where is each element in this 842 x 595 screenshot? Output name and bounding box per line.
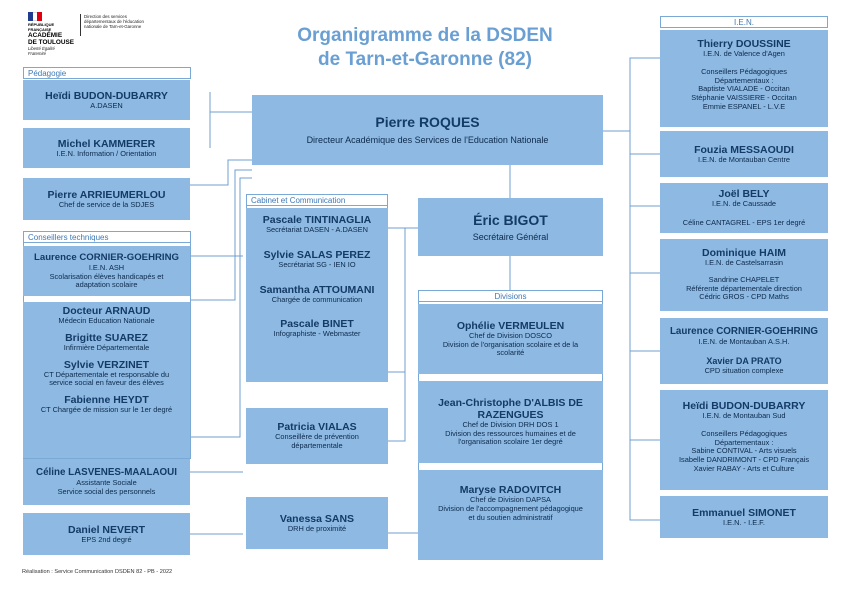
french-flag-icon (28, 12, 43, 21)
section-label-cabinet: Cabinet et Communication (246, 194, 388, 206)
section-label-divisions: Divisions (418, 290, 603, 302)
person-box: Céline LASVENES-MAALAOUI Assistante Soci… (23, 459, 190, 505)
division-box: Ophélie VERMEULEN Chef de Division DOSCO… (418, 304, 603, 374)
section-label-conseillers-techniques: Conseillers techniques (23, 231, 191, 243)
logo-devise: Liberté Égalité Fraternité (28, 46, 55, 56)
prevention-box: Patricia VIALAS Conseillère de préventio… (246, 408, 388, 464)
logo-republique: RÉPUBLIQUE FRANÇAISE (28, 22, 55, 32)
footer-credit: Réalisation : Service Communication DSDE… (22, 569, 173, 575)
section-label-ien: I.E.N. (660, 16, 828, 28)
logo-separator (80, 14, 81, 36)
logo-direction: Direction des services départementaux de… (84, 14, 144, 29)
person-box: Laurence CORNIER-GOEHRING I.E.N. ASH Sco… (23, 246, 190, 296)
division-box: Jean-Christophe D'ALBIS DE RAZENGUES Che… (418, 381, 603, 463)
page-title: Organigramme de la DSDEN de Tarn-et-Garo… (297, 25, 553, 70)
division-box: Maryse RADOVITCH Chef de Division DAPSA … (418, 470, 603, 560)
section-label-pedagogie: Pédagogie (23, 67, 191, 79)
